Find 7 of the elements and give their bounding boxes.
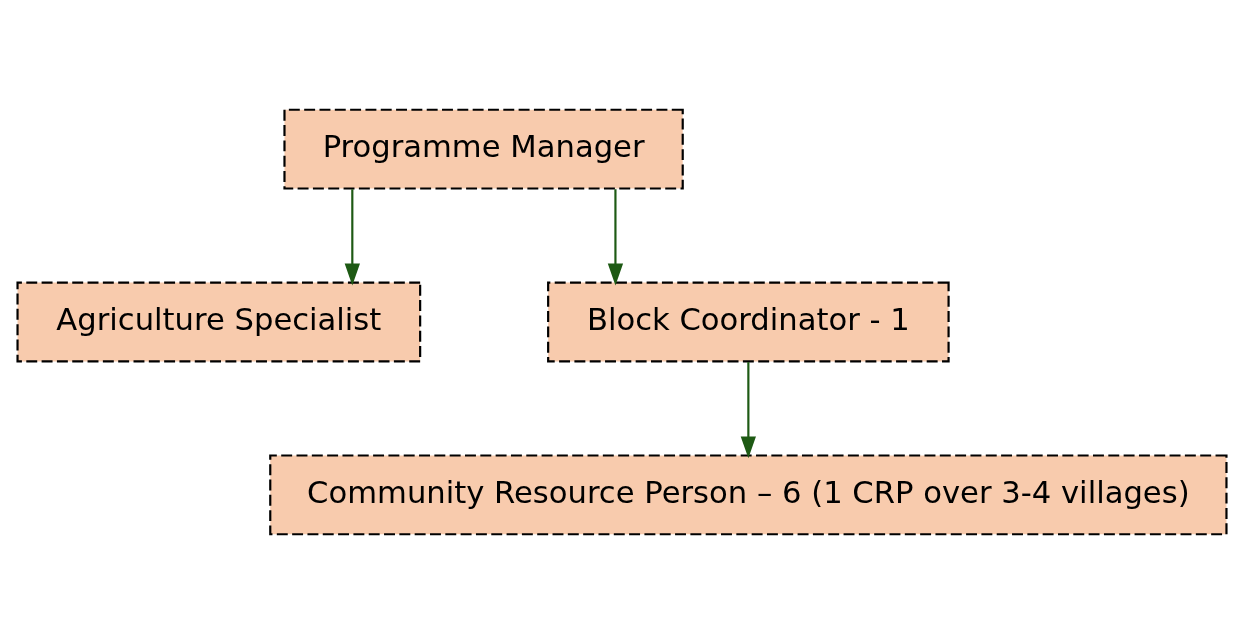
node-box: Programme Manager [283,108,684,190]
node-box: Agriculture Specialist [16,281,422,363]
node-box: Block Coordinator - 1 [547,281,950,363]
arrow [740,362,757,459]
arrow [607,189,624,286]
arrow [344,189,360,286]
node-box: Community Resource Person – 6 (1 CRP over 3-4 villages) [269,454,1228,536]
